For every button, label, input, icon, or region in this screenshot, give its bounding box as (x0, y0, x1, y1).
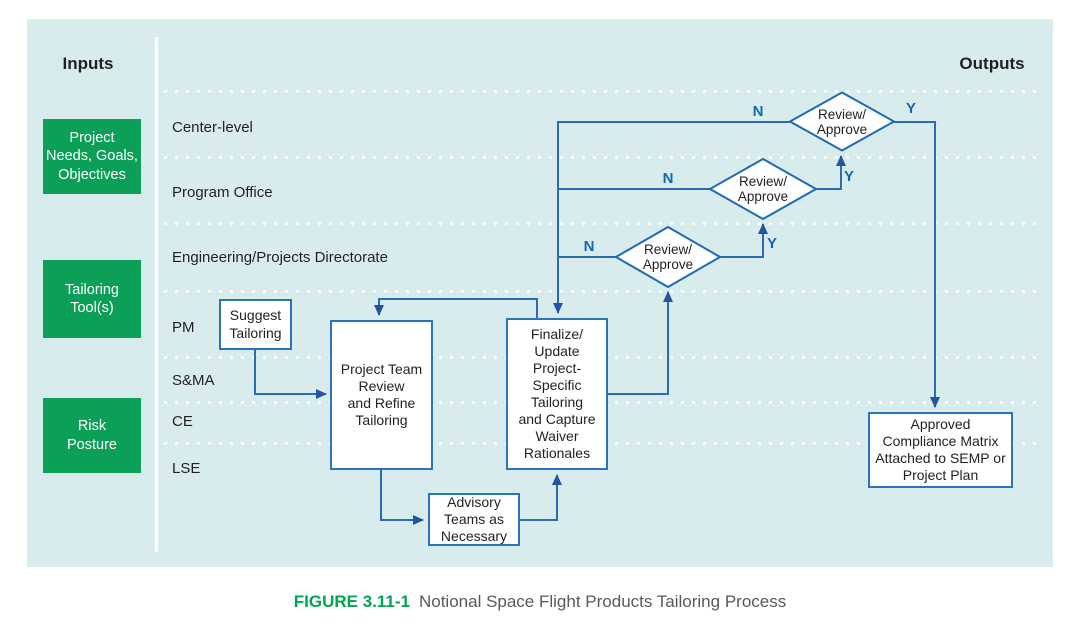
process-box-advisory-teams: Advisory Teams as Necessary (428, 493, 520, 546)
lane-label-engineering-projects-directorate: Engineering/Projects Directorate (172, 249, 388, 266)
input-box-tailoring-tools: Tailoring Tool(s) (43, 260, 141, 338)
process-box-suggest-tailoring: Suggest Tailoring (219, 299, 292, 350)
inputs-heading: Inputs (62, 54, 114, 73)
lane-label-lse: LSE (172, 460, 201, 477)
figure-caption: FIGURE 3.11-1 Notional Space Flight Prod… (0, 592, 1080, 612)
decision-label-program-office: Review/ Approve (737, 173, 789, 204)
yes-label-program-office: Y (843, 167, 854, 185)
decision-diamond-engineering (615, 226, 721, 288)
no-label-engineering: N (583, 237, 595, 255)
inputs-column-divider (155, 37, 158, 552)
input-box-project-needs-goals-objectives: Project Needs, Goals, Objectives (43, 119, 141, 194)
no-label-center-level: N (752, 102, 764, 120)
lane-label-sma: S&MA (172, 372, 215, 389)
output-box-approved-compliance-matrix: Approved Compliance Matrix Attached to S… (868, 412, 1013, 488)
decision-diamond-program-office (709, 158, 817, 220)
lane-label-pm: PM (172, 319, 195, 336)
lane-separator (160, 156, 1042, 159)
process-box-finalize-update-tailoring: Finalize/ Update Project- Specific Tailo… (506, 318, 608, 470)
decision-diamond-center-level (789, 91, 895, 152)
lane-separator (160, 222, 1042, 225)
yes-label-engineering: Y (766, 234, 777, 252)
lane-label-ce: CE (172, 413, 193, 430)
outputs-heading: Outputs (959, 54, 1025, 73)
lane-separator (160, 90, 1042, 93)
input-box-risk-posture: Risk Posture (43, 398, 141, 473)
process-box-project-team-review: Project Team Review and Refine Tailoring (330, 320, 433, 470)
figure-caption-tag: FIGURE 3.11-1 (293, 592, 410, 611)
lane-label-program-office: Program Office (172, 184, 273, 201)
lane-label-center-level: Center-level (172, 119, 253, 136)
decision-label-engineering: Review/ Approve (642, 241, 694, 272)
decision-label-center-level: Review/ Approve (816, 106, 868, 137)
figure-caption-text: Notional Space Flight Products Tailoring… (418, 592, 787, 611)
no-label-program-office: N (662, 169, 674, 187)
lane-separator (160, 290, 1042, 293)
yes-label-center-level: Y (905, 99, 916, 117)
